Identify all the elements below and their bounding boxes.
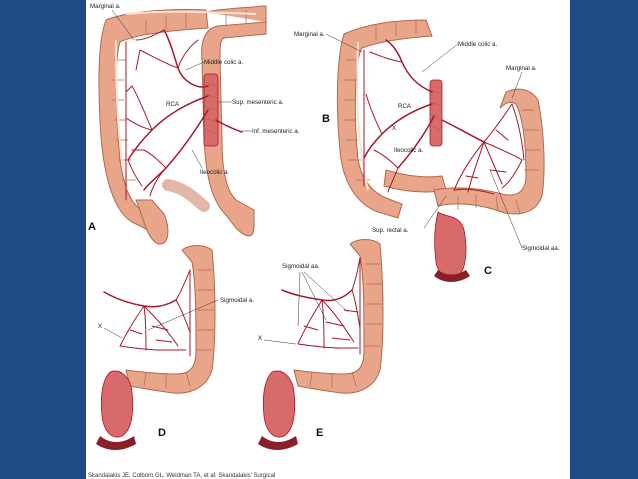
label-marginal-b: Marginal a.: [294, 31, 325, 38]
label-sigmoidal-e: Sigmoidal aa.: [282, 263, 320, 270]
panel-letter-b: B: [322, 113, 330, 125]
panel-letter-e: E: [316, 427, 323, 439]
label-x-e: X: [258, 335, 262, 342]
label-marginal-a: Marginal a.: [90, 3, 121, 10]
label-middle-colic-b: Middle colic a.: [458, 41, 497, 48]
label-sup-mesenteric-a: Sup. mesenteric a.: [232, 99, 284, 106]
panel-d: Sigmoidal a. X D: [96, 245, 254, 450]
label-marginal-c: Marginal a.: [506, 65, 537, 72]
rectum-d: [100, 370, 134, 438]
label-x-d: X: [98, 323, 102, 330]
rectum-c: [434, 211, 467, 278]
colon-e: [293, 239, 384, 394]
label-middle-colic-a: Middle colic a.: [204, 59, 243, 66]
colon-d: [125, 245, 216, 394]
label-sup-rectal-c: Sup. rectal a.: [372, 227, 409, 234]
figure-canvas: Marginal a. Middle colic a. RCA Sup. mes…: [86, 0, 570, 479]
cecum-a: [135, 199, 169, 245]
label-x-b: X: [392, 125, 396, 132]
label-ileocolic-b: Ileocolic a.: [394, 147, 424, 154]
panel-a: Marginal a. Middle colic a. RCA Sup. mes…: [88, 3, 300, 245]
aorta-b: [429, 79, 443, 147]
citation-text: Skandalakis JE, Colborn GL, Weidman TA, …: [88, 473, 275, 479]
label-rca-a: RCA: [166, 101, 180, 108]
colon-a: [201, 5, 267, 237]
aorta-a: [203, 73, 219, 147]
label-inf-mesenteric-a: Inf. mesenteric a.: [252, 128, 300, 135]
label-sigmoidal-d: Sigmoidal a.: [220, 297, 254, 304]
label-rca-b: RCA: [398, 103, 412, 110]
panel-e: Sigmoidal aa. X E: [258, 239, 384, 450]
panel-bc: Marginal a. Middle colic a. RCA X Ileoco…: [294, 19, 560, 282]
rectum-e: [262, 370, 296, 438]
colon-blood-supply-figure: Marginal a. Middle colic a. RCA Sup. mes…: [88, 3, 560, 479]
panel-letter-c: C: [484, 265, 492, 277]
label-sigmoidal-c: Sigmoidal aa.: [522, 245, 560, 252]
panel-letter-d: D: [158, 427, 166, 439]
label-ileocolic-a: Ileocolic a.: [200, 169, 230, 176]
panel-letter-a: A: [88, 221, 96, 233]
